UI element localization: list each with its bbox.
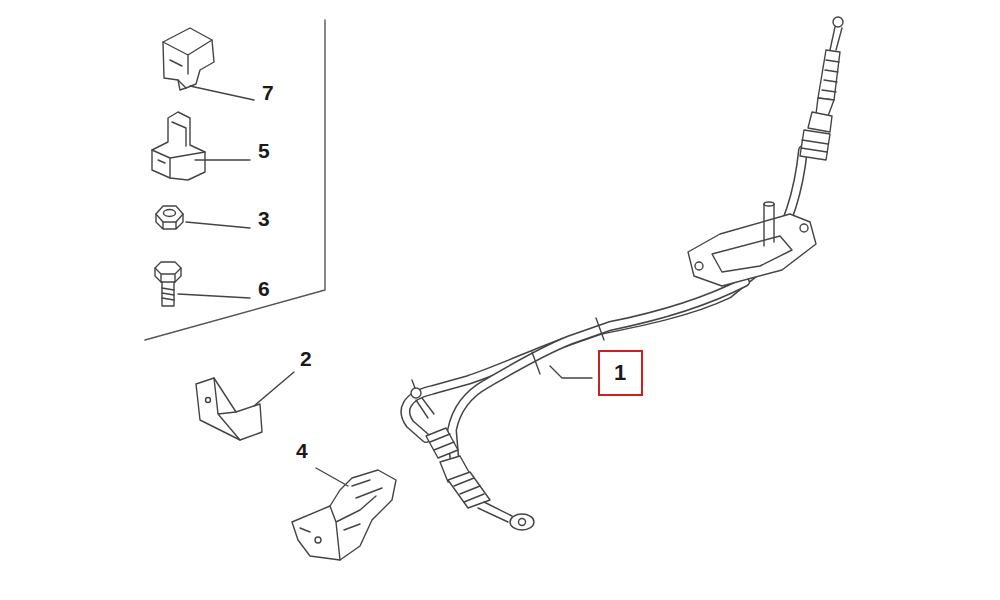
- leader-line: [186, 222, 250, 228]
- bracket-part: [196, 378, 262, 440]
- leader-line: [195, 159, 250, 160]
- clip-part: [152, 112, 205, 180]
- leader-line: [254, 372, 294, 406]
- callout-number: 4: [296, 440, 308, 461]
- clip-part: [163, 28, 214, 90]
- callout-number: 2: [300, 348, 312, 369]
- callout-number: 3: [258, 208, 270, 229]
- leader-line: [316, 468, 348, 486]
- callout-number: 5: [258, 140, 270, 161]
- leader-line: [550, 366, 592, 378]
- callout-number: 7: [262, 82, 274, 103]
- callout-number: 6: [258, 278, 270, 299]
- callout-box: 1: [598, 350, 643, 396]
- gear-cable: [405, 150, 803, 466]
- cable-end: [411, 380, 458, 458]
- mounting-plate: [688, 202, 816, 286]
- leader-line: [190, 86, 254, 100]
- leader-line: [178, 294, 250, 298]
- nut-part: [156, 206, 183, 229]
- bolt-part: [155, 262, 181, 306]
- cable-end: [440, 456, 534, 530]
- panel-divider: [145, 20, 325, 340]
- cable-end-top: [800, 17, 843, 160]
- callout-number: 1: [614, 360, 626, 386]
